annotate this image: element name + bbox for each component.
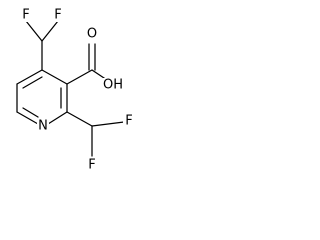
atom-f-bottom: F xyxy=(86,158,98,173)
bond-chf2-f-right xyxy=(41,20,59,42)
atom-label-f-bottom-right: F xyxy=(125,114,132,129)
bond-c6-n1 xyxy=(16,111,39,125)
atom-label-f-bottom: F xyxy=(88,158,95,173)
bond-c6-n1-inner xyxy=(22,107,39,118)
bond-c2-chf2 xyxy=(66,111,93,127)
bond-n1-c2 xyxy=(47,111,68,125)
atom-oh: OH xyxy=(103,78,123,93)
atom-label-f-top-right: F xyxy=(54,8,61,23)
atom-label-oh: OH xyxy=(103,78,123,93)
atom-f-top-left: F xyxy=(20,8,32,23)
atom-n-ring: N xyxy=(37,119,49,134)
atom-f-top-right: F xyxy=(52,8,64,23)
atom-label-o-carbonyl: O xyxy=(87,27,97,42)
atom-labels: F F O OH N F F xyxy=(20,8,135,173)
bond-c3-cooh xyxy=(66,69,93,85)
bond-c4-c5-inner xyxy=(22,76,43,89)
atom-label-f-top-left: F xyxy=(22,8,29,23)
bond-chf2-f-right-bottom xyxy=(91,121,125,127)
atom-o-carbonyl: O xyxy=(86,27,98,42)
bond-c4-c3 xyxy=(41,69,68,85)
chemical-structure: F F O OH N F F xyxy=(16,8,135,173)
bond-chf2-f-left xyxy=(25,20,43,42)
bond-c4-c5 xyxy=(16,69,43,85)
atom-f-bottom-right: F xyxy=(123,114,135,129)
atom-label-n-ring: N xyxy=(38,119,48,134)
